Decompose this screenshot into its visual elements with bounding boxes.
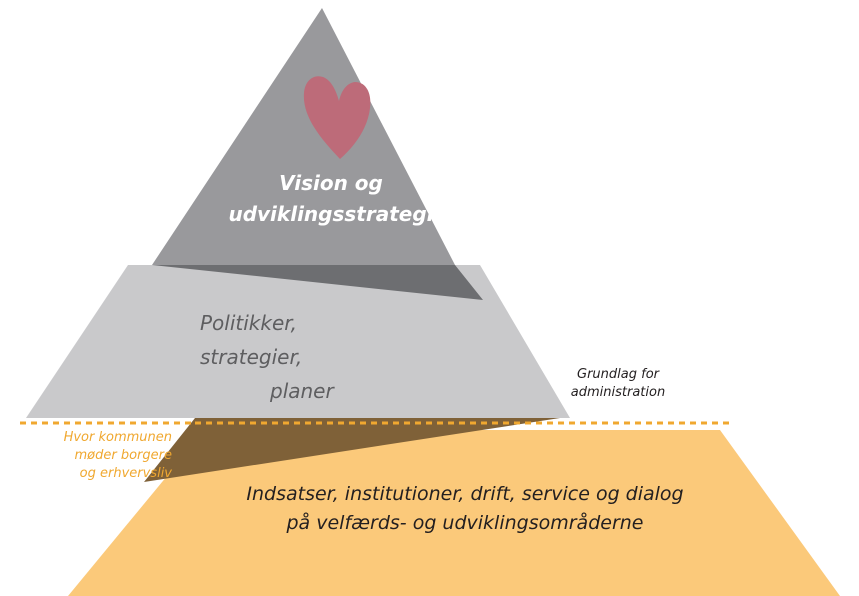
bottom-tier-label-line: på velfærds- og udviklingsområderne bbox=[286, 512, 644, 534]
top-tier-label-line: udviklingsstrategi bbox=[228, 202, 434, 226]
heart-icon bbox=[303, 76, 371, 159]
middle-tier-label: Politikker, strategier, planer bbox=[200, 306, 370, 408]
bottom-tier bbox=[68, 430, 840, 596]
citizen-contact-note-line: møder borgere bbox=[74, 448, 173, 463]
middle-tier bbox=[26, 265, 570, 418]
middle-tier-shadow bbox=[152, 265, 483, 300]
top-tier-label-line: Vision og bbox=[279, 171, 383, 195]
middle-tier-label-line: planer bbox=[270, 379, 334, 403]
administration-note-line: Grundlag for bbox=[577, 367, 659, 382]
bottom-tier-label-line: Indsatser, institutioner, drift, service… bbox=[246, 483, 684, 505]
top-tier bbox=[152, 8, 455, 265]
citizen-contact-note: Hvor kommunen møder borgere og erhvervsl… bbox=[12, 429, 172, 483]
citizen-contact-note-line: Hvor kommunen bbox=[63, 430, 172, 445]
citizen-contact-note-line: og erhvervsliv bbox=[79, 466, 172, 481]
bottom-tier-label: Indsatser, institutioner, drift, service… bbox=[200, 480, 730, 538]
bottom-tier-shadow bbox=[144, 418, 560, 482]
administration-note-line: administration bbox=[570, 385, 666, 400]
middle-tier-label-line: Politikker, strategier, bbox=[200, 311, 303, 369]
top-tier-label: Vision og udviklingsstrategi bbox=[221, 168, 441, 230]
administration-note: Grundlag for administration bbox=[556, 366, 680, 402]
